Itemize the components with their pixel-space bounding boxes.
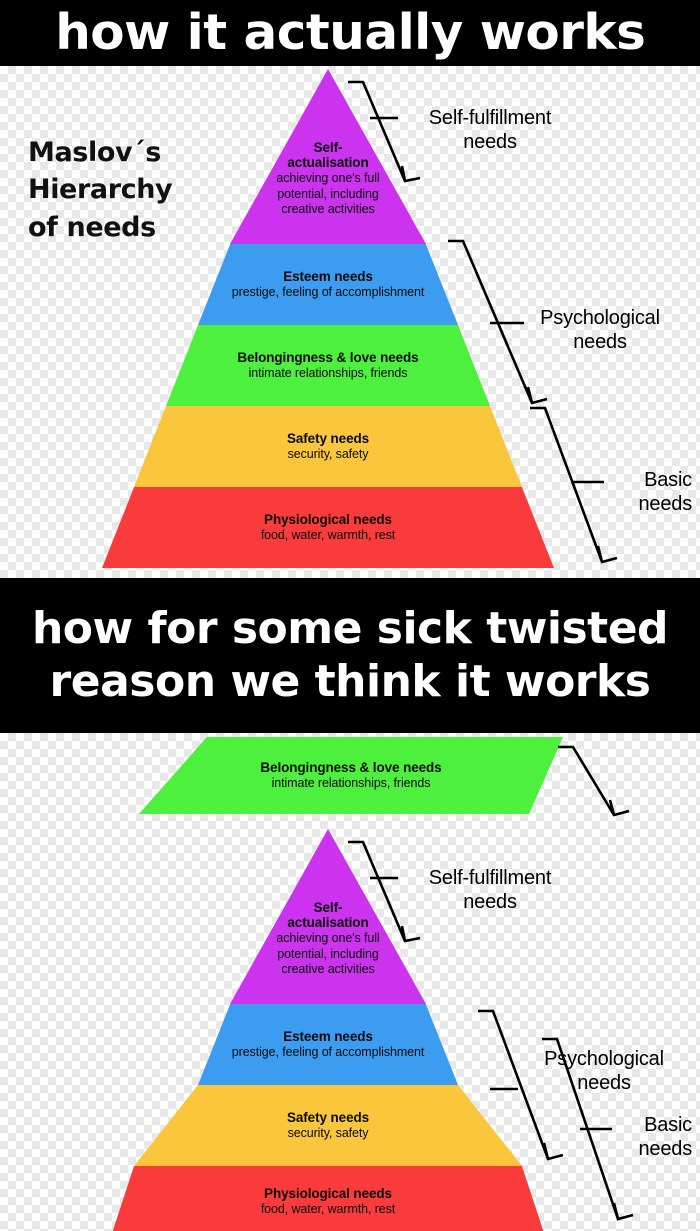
- chart-title-line-2: Hierarchy: [28, 174, 173, 206]
- tier-subtitle-line-1: achieving one's full: [276, 931, 380, 946]
- tier-subtitle: food, water, warmth, rest: [260, 1201, 396, 1216]
- pyramid-tier-self-actualisation: Self- actualisation achieving one's full…: [230, 829, 426, 1004]
- tier-subtitle: prestige, feeling of accomplishment: [231, 285, 425, 300]
- middle-caption-line-2: reason we think it works: [49, 655, 651, 707]
- tier-title-line-1: Self-: [313, 899, 343, 915]
- tier-subtitle: security, safety: [287, 447, 369, 462]
- group-label-line-1: Basic: [644, 1114, 692, 1136]
- bracket-floating-fragment-icon: [558, 745, 630, 817]
- tier-subtitle: security, safety: [287, 1126, 369, 1141]
- tier-title: Safety needs: [286, 431, 370, 447]
- tier-subtitle-line-1: achieving one's full: [276, 171, 380, 186]
- tier-title: Safety needs: [286, 1110, 370, 1126]
- tier-subtitle: intimate relationships, friends: [248, 366, 408, 381]
- tier-subtitle-line-3: creative activities: [281, 202, 375, 217]
- tier-subtitle-line-2: potential, including: [277, 186, 379, 201]
- tier-subtitle: prestige, feeling of accomplishment: [231, 1045, 425, 1060]
- pyramid-tier-esteem: Esteem needs prestige, feeling of accomp…: [198, 244, 458, 325]
- correct-pyramid-panel: Maslov´s Hierarchy of needs Self- actual…: [0, 66, 700, 578]
- pyramid-tier-physiological: Physiological needs food, water, warmth,…: [102, 487, 554, 568]
- tier-subtitle-line-3: creative activities: [281, 962, 375, 977]
- group-label-line-2: needs: [638, 1138, 693, 1161]
- group-label-line-2: needs: [463, 891, 517, 914]
- pyramid-tier-physiological: Physiological needs food, water, warmth,…: [111, 1166, 545, 1231]
- group-label-line-2: needs: [577, 1072, 631, 1095]
- floating-tier-belongingness: Belongingness & love needs intimate rela…: [139, 737, 563, 814]
- group-label-line-1: Self-fulfillment: [428, 867, 552, 889]
- top-caption-band: how it actually works: [0, 0, 700, 66]
- group-label-self-fulfillment: Self-fulfillment needs: [400, 106, 580, 155]
- group-label-line-2: needs: [638, 493, 693, 516]
- tier-title: Esteem needs: [283, 1029, 373, 1045]
- middle-caption-band: how for some sick twisted reason we thin…: [0, 578, 700, 733]
- pyramid-tier-esteem: Esteem needs prestige, feeling of accomp…: [198, 1004, 458, 1085]
- tier-title: Esteem needs: [283, 269, 373, 285]
- pyramid-tier-self-actualisation: Self- actualisation achieving one's full…: [230, 69, 426, 244]
- tier-title: Belongingness & love needs: [260, 760, 442, 776]
- scrambled-pyramid-panel: Belongingness & love needs intimate rela…: [0, 733, 700, 1231]
- group-label-line-1: Psychological: [540, 307, 660, 329]
- group-label-line-2: needs: [463, 131, 517, 154]
- group-label-line-1: Psychological: [544, 1048, 664, 1070]
- tier-title-line-2: actualisation: [287, 915, 369, 931]
- tier-title: Physiological needs: [264, 1185, 392, 1201]
- chart-title: Maslov´s Hierarchy of needs: [28, 134, 173, 246]
- pyramid-tier-safety: Safety needs security, safety: [134, 1085, 522, 1166]
- tier-subtitle-line-2: potential, including: [277, 946, 379, 961]
- tier-title: Belongingness & love needs: [237, 350, 419, 366]
- chart-title-line-3: of needs: [28, 211, 156, 243]
- tier-title-line-1: Self-: [313, 139, 343, 155]
- group-label-basic: Basic needs: [440, 1113, 693, 1162]
- group-label-basic: Basic needs: [430, 468, 693, 517]
- tier-subtitle: intimate relationships, friends: [271, 776, 431, 791]
- group-label-line-1: Self-fulfillment: [428, 107, 552, 129]
- group-label-psychological: Psychological needs: [508, 1047, 700, 1096]
- tier-title: Physiological needs: [264, 512, 392, 528]
- middle-caption-line-1: how for some sick twisted: [31, 602, 669, 654]
- chart-title-line-1: Maslov´s: [28, 137, 161, 168]
- pyramid-tier-belongingness: Belongingness & love needs intimate rela…: [166, 325, 490, 406]
- group-label-psychological: Psychological needs: [500, 306, 700, 355]
- top-caption-text: how it actually works: [54, 4, 646, 62]
- tier-title-line-2: actualisation: [287, 155, 369, 171]
- pyramid-tier-safety: Safety needs security, safety: [134, 406, 522, 487]
- tier-subtitle: food, water, warmth, rest: [260, 528, 396, 543]
- group-label-line-2: needs: [573, 331, 627, 354]
- group-label-line-1: Basic: [644, 469, 692, 491]
- group-label-self-fulfillment: Self-fulfillment needs: [400, 866, 580, 915]
